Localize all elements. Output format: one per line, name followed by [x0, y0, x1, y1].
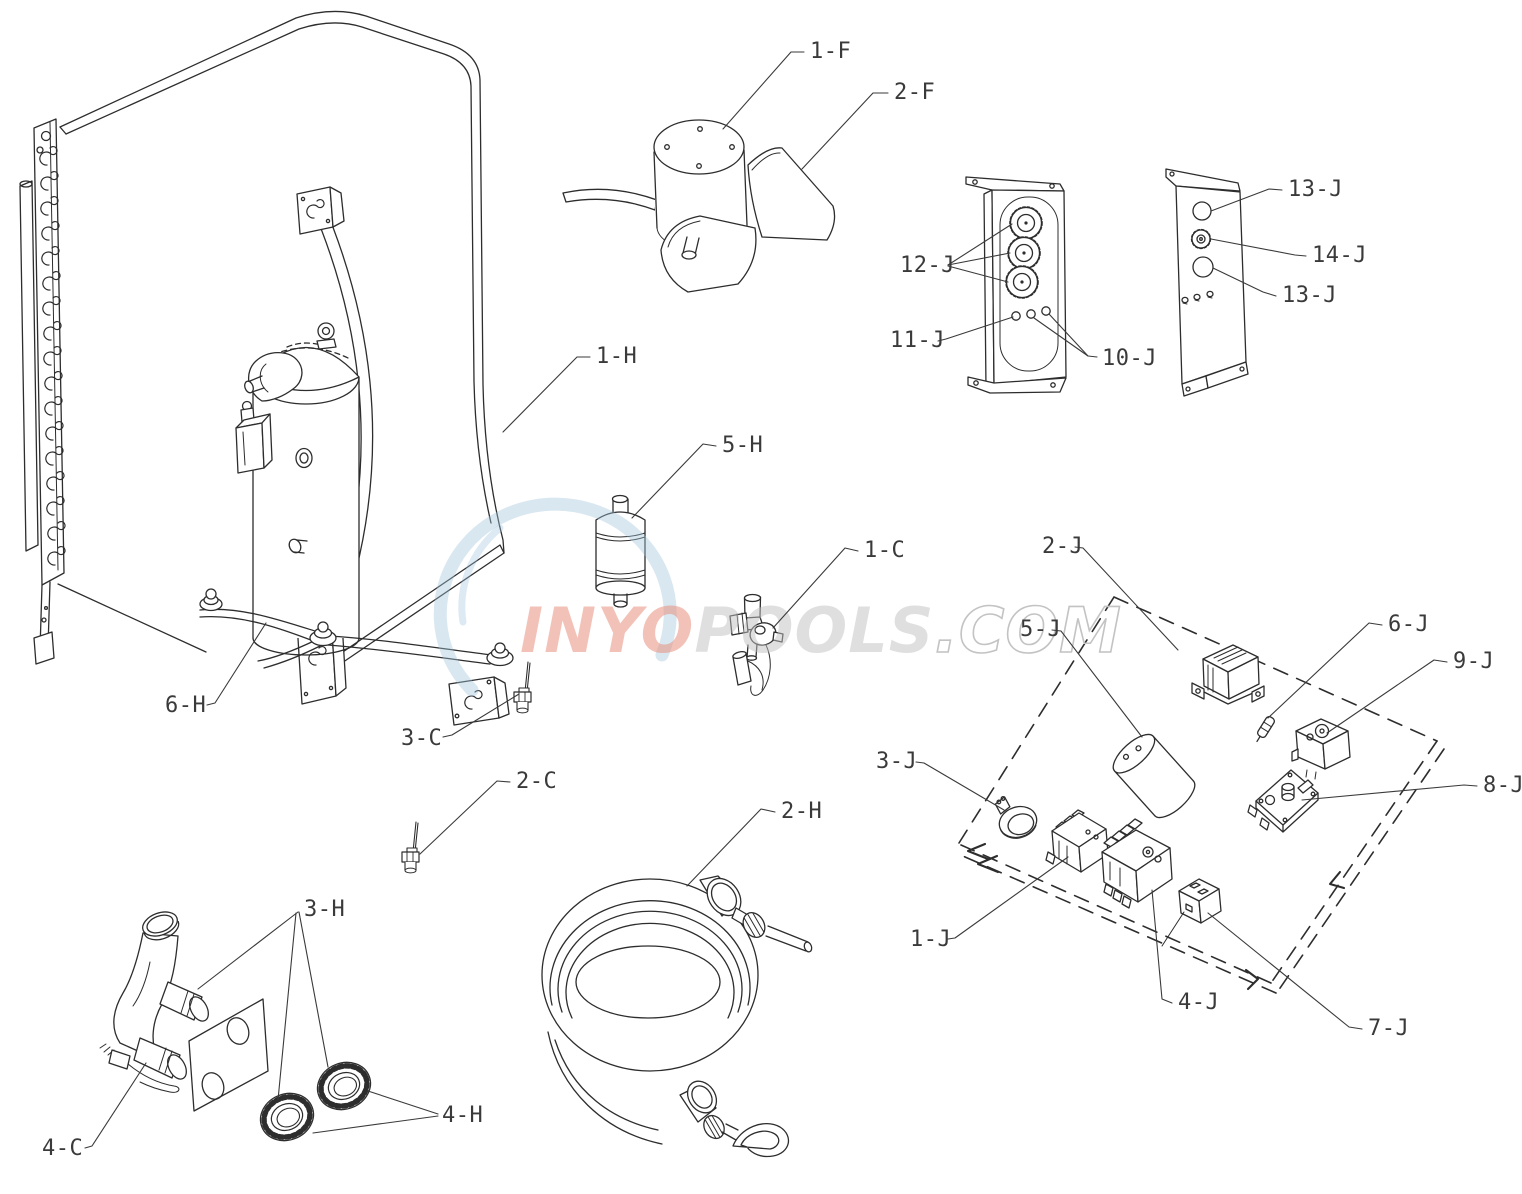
part-label-12-J: 12-J — [900, 253, 955, 278]
part-label-5-J: 5-J — [1020, 617, 1061, 642]
transformer — [1191, 644, 1265, 705]
watermark-pools: POOLS — [694, 594, 934, 667]
leader-line-8-J — [1301, 784, 1478, 801]
part-label-14-J: 14-J — [1312, 243, 1367, 268]
leader-line-4-H — [367, 1090, 439, 1115]
heat-exchanger-coil — [541, 875, 813, 1158]
leader-lines — [84, 51, 1478, 1149]
part-label-6-H: 6-H — [165, 693, 206, 718]
tailpiece-gasket-plate — [188, 998, 269, 1112]
compressor-junction-box — [235, 413, 273, 474]
water-manifold — [113, 911, 209, 1080]
electrical-tray-outline — [955, 596, 1445, 994]
leader-line-13-J-a — [1210, 188, 1283, 212]
watermark-inyo: INYO — [520, 594, 694, 667]
part-label-9-J: 9-J — [1453, 649, 1494, 674]
run-capacitor — [1112, 733, 1196, 819]
part-label-3-H: 3-H — [304, 897, 345, 922]
control-panel-left — [965, 176, 1067, 394]
leader-line-5-H — [631, 443, 717, 519]
relay — [1291, 718, 1351, 780]
leader-line-1-J — [947, 856, 1069, 940]
part-label-5-H: 5-H — [722, 433, 763, 458]
leader-line-12-J — [947, 252, 1011, 266]
leader-line-2-H — [686, 808, 776, 887]
water-temp-sensor — [99, 1043, 180, 1093]
fan-blade — [562, 147, 836, 241]
contactor-large — [1101, 818, 1173, 909]
part-label-6-J: 6-J — [1388, 612, 1429, 637]
part-label-1-H: 1-H — [596, 344, 637, 369]
leader-line-2-J — [1074, 546, 1179, 651]
part-label-1-F: 1-F — [810, 39, 851, 64]
leader-line-14-J — [1210, 238, 1307, 257]
part-label-1-J: 1-J — [910, 927, 951, 952]
watermark-com: .COM — [934, 594, 1121, 667]
part-labels: 1-F 2-F 1-H 5-H 1-C 3-C 2-C 2-H 6-H 12-J 11-J 10-J 1… — [42, 39, 1522, 1161]
fuse — [1256, 715, 1275, 743]
part-label-2-J: 2-J — [1042, 534, 1083, 559]
part-label-2-F: 2-F — [894, 80, 935, 105]
leader-line-1-F — [722, 51, 805, 130]
leader-line-3-H — [197, 911, 299, 990]
mount-angle-bracket — [448, 676, 510, 726]
service-valve — [729, 593, 784, 696]
leader-line-7-J — [1207, 912, 1363, 1030]
leader-line-9-J — [1326, 659, 1448, 734]
watermark-text: INYOPOOLS.COM — [520, 594, 1122, 667]
union-nut-2 — [310, 1055, 377, 1118]
part-label-10-J: 10-J — [1102, 346, 1157, 371]
part-label-2-C: 2-C — [516, 769, 557, 794]
leader-line-1-C — [772, 547, 859, 629]
filter-drier — [595, 494, 646, 608]
leader-line-3-H — [277, 912, 297, 1101]
leader-line-3-J — [915, 761, 1005, 811]
leader-line-13-J-b — [1212, 267, 1277, 297]
part-label-3-J: 3-J — [876, 749, 917, 774]
coil-outlet-fitting — [679, 1080, 790, 1158]
part-label-8-J: 8-J — [1483, 773, 1522, 798]
part-label-4-J: 4-J — [1178, 990, 1219, 1015]
circuit-board — [1247, 769, 1319, 833]
part-label-11-J: 11-J — [890, 328, 945, 353]
finned-coil-slab — [19, 118, 66, 665]
leader-line-3-C — [442, 693, 520, 738]
leader-line-5-J — [1051, 629, 1143, 738]
leader-line-6-H — [206, 622, 267, 706]
union-nut-1 — [253, 1086, 320, 1149]
part-label-1-C: 1-C — [864, 538, 905, 563]
leader-line-12-J — [947, 265, 1009, 283]
pressure-switch-3c — [513, 661, 532, 714]
leader-line-2-C — [419, 780, 511, 855]
control-panel-right — [1165, 168, 1249, 397]
part-label-13-J-b: 13-J — [1282, 283, 1337, 308]
fan-motor — [653, 119, 748, 252]
part-label-4-H: 4-H — [442, 1103, 483, 1128]
leader-line-10-J — [1048, 313, 1089, 357]
leader-line-11-J — [937, 316, 1014, 342]
terminal-block — [1161, 878, 1222, 947]
part-label-2-H: 2-H — [781, 799, 822, 824]
leader-line-6-J — [1267, 622, 1383, 719]
compressor-mounting-bracket — [199, 588, 514, 726]
leader-line-3-H — [298, 911, 329, 1068]
part-label-7-J: 7-J — [1368, 1016, 1409, 1041]
fan-blade-lower — [660, 215, 757, 293]
part-label-3-C: 3-C — [401, 726, 442, 751]
leader-line-4-J — [1151, 889, 1173, 1004]
leader-line-2-F — [801, 92, 889, 170]
part-label-13-J-a: 13-J — [1288, 177, 1343, 202]
overload-protector — [994, 796, 1038, 839]
contactor-small — [1045, 809, 1109, 873]
coil-inlet-fitting — [699, 875, 813, 953]
part-label-4-C: 4-C — [42, 1136, 83, 1161]
leader-line-1-H — [502, 356, 591, 433]
wrap-bracket-top — [296, 186, 345, 235]
watermark: INYOPOOLS.COM — [433, 497, 1122, 697]
leader-line-4-C — [84, 1062, 147, 1149]
leader-line-4-H — [312, 1115, 439, 1134]
pressure-switch-2c — [401, 821, 420, 874]
compressor — [235, 322, 360, 656]
leader-line-12-J — [947, 223, 1013, 266]
